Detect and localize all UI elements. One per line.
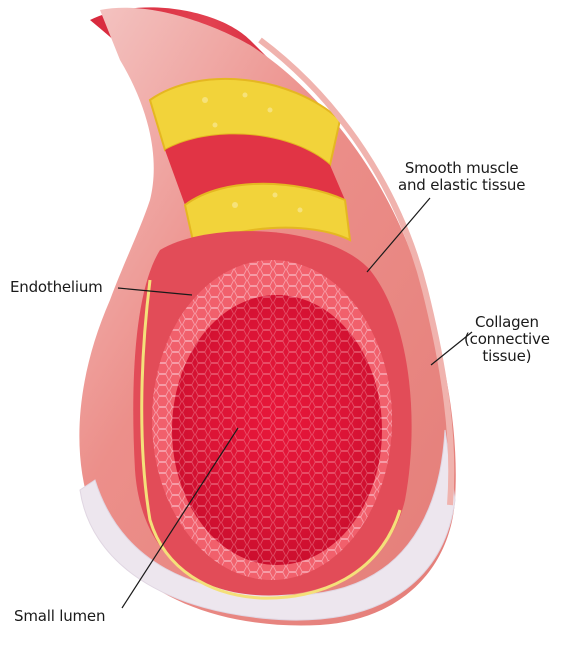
label-smooth-muscle-line-1: Smooth muscle	[398, 160, 525, 177]
label-smooth-muscle: Smooth muscle and elastic tissue	[398, 160, 525, 194]
label-smooth-muscle-line-2: and elastic tissue	[398, 177, 525, 194]
label-collagen-line-1: Collagen	[464, 314, 550, 331]
label-endothelium: Endothelium	[10, 279, 103, 296]
label-collagen: Collagen (connective tissue)	[464, 314, 550, 365]
label-collagen-line-2: (connective	[464, 331, 550, 348]
label-collagen-line-3: tissue)	[464, 348, 550, 365]
label-small-lumen: Small lumen	[14, 608, 105, 625]
